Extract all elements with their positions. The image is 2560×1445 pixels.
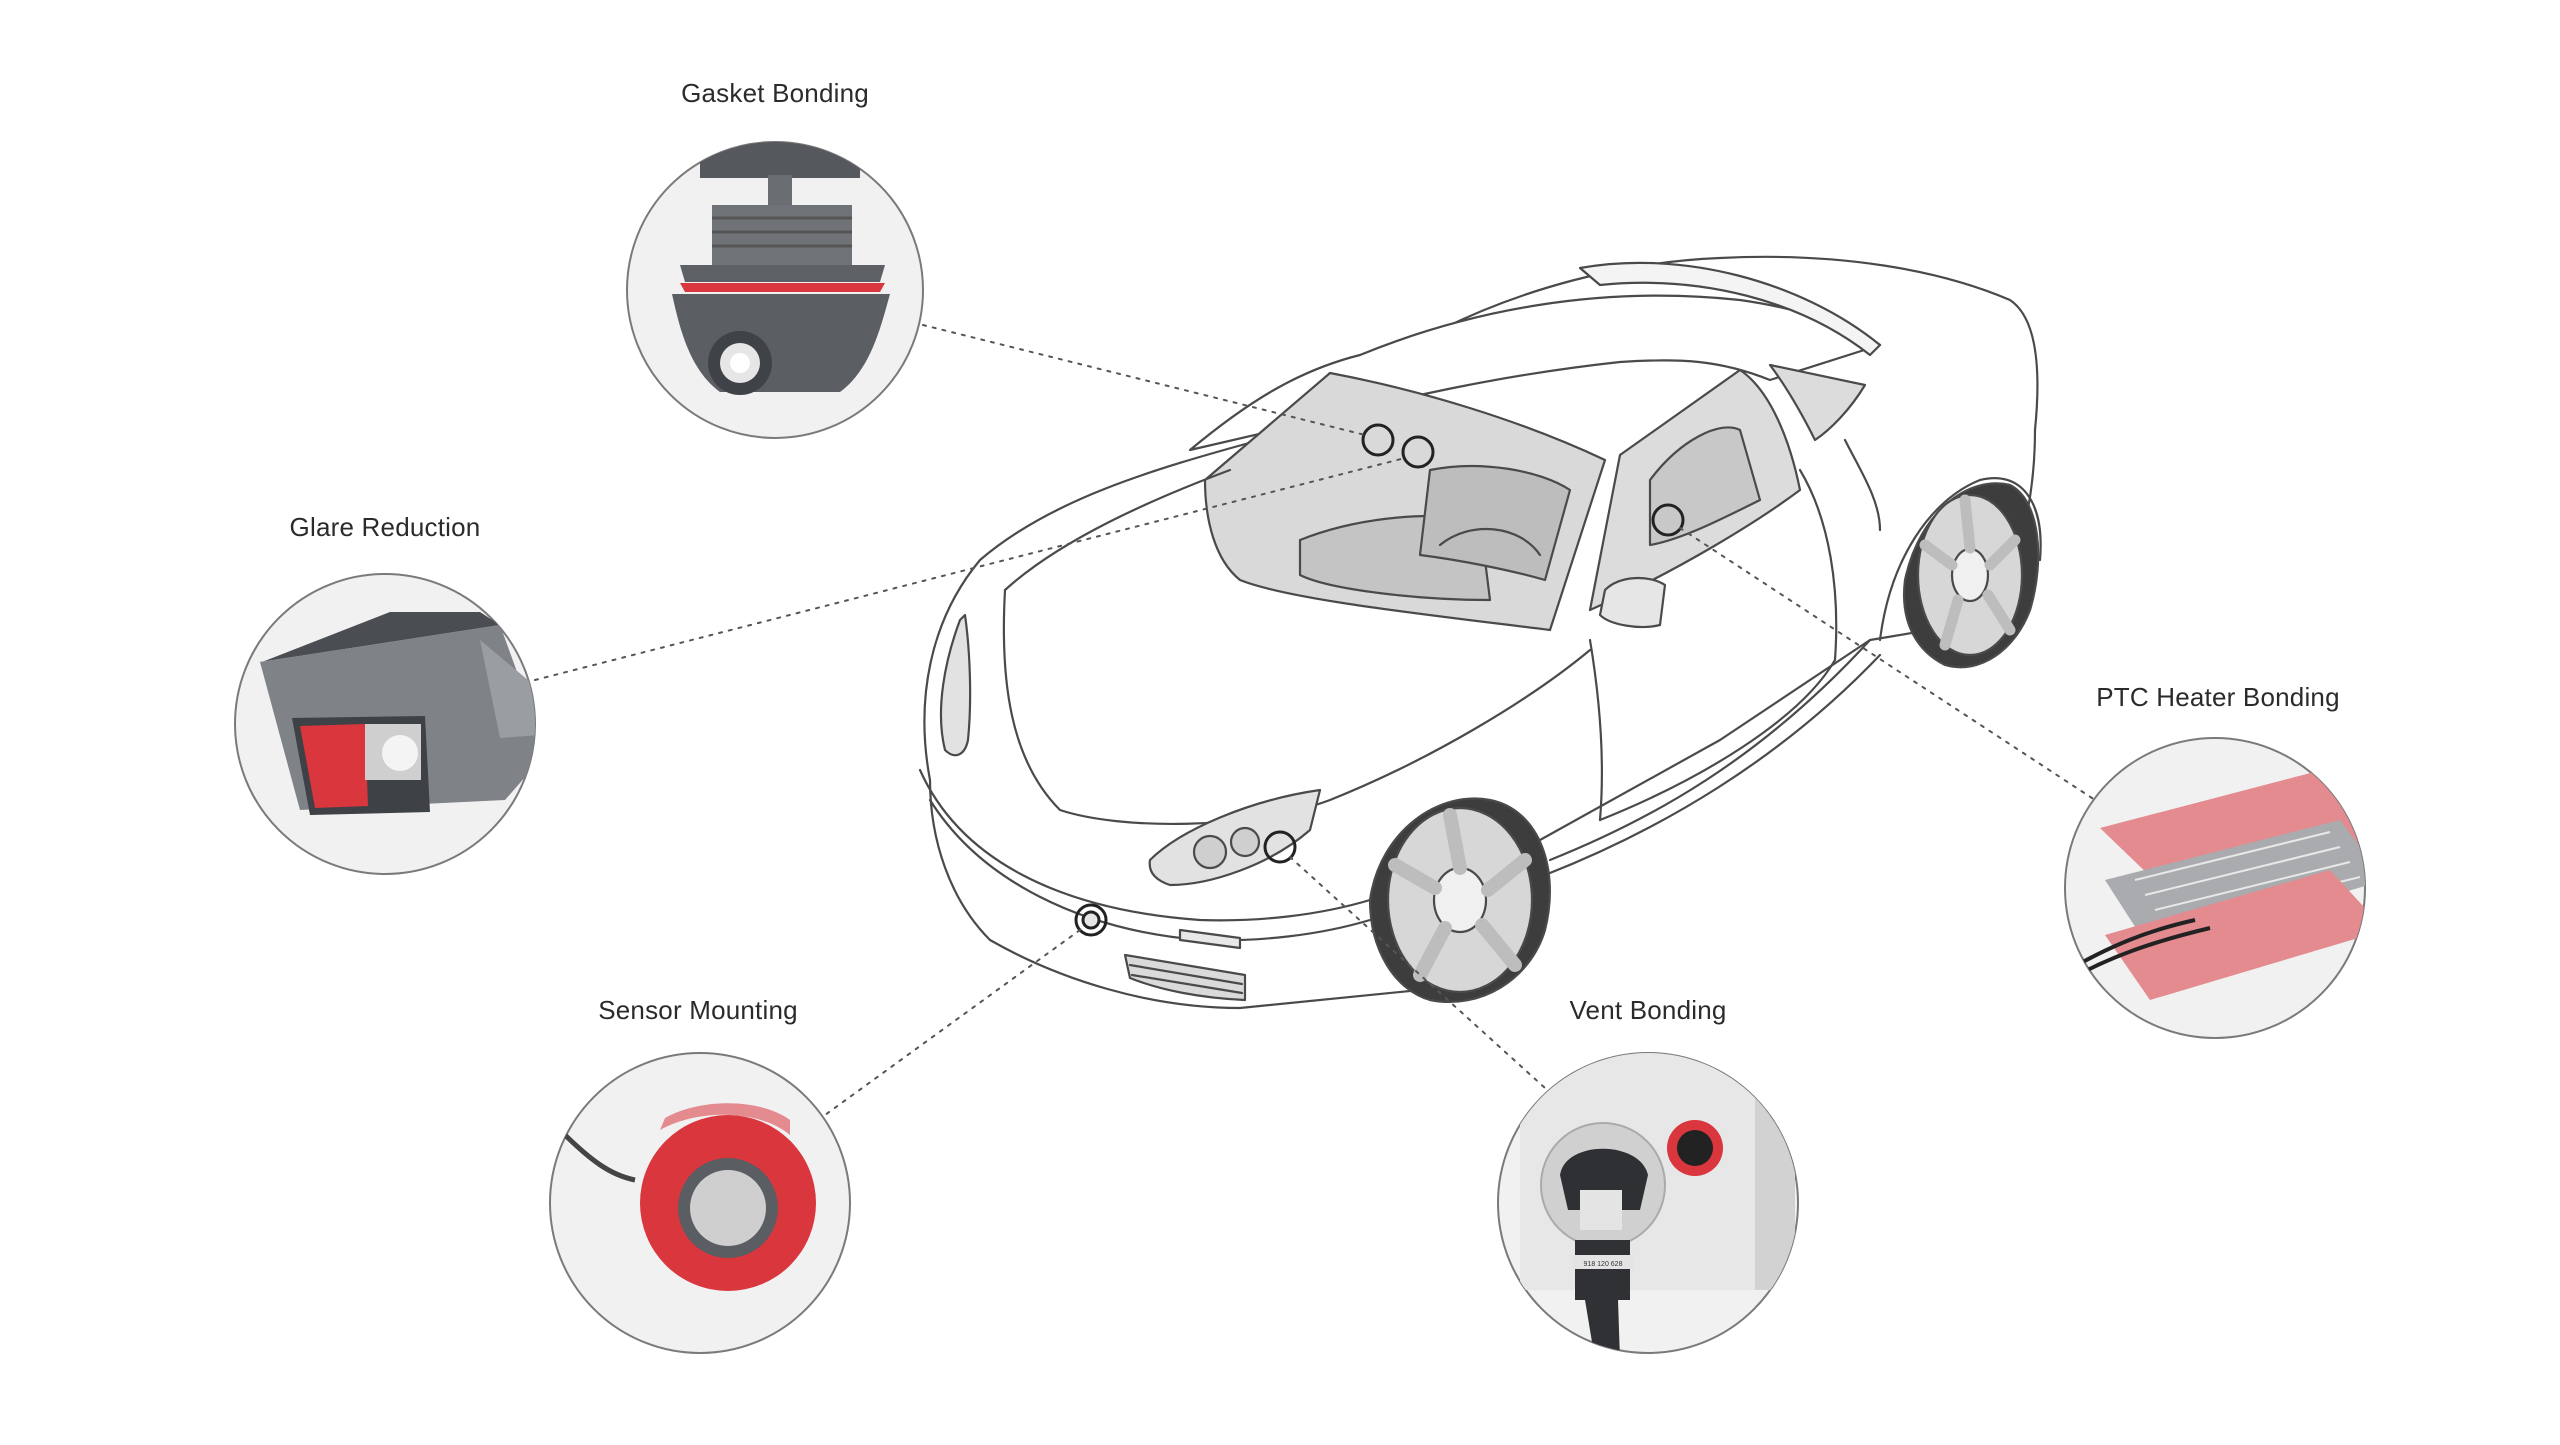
leader-vent <box>1289 856 1546 1089</box>
car-rear-fin <box>1578 261 1882 357</box>
car-illustration <box>918 255 2042 1010</box>
label-sensor-mounting: Sensor Mounting <box>598 995 798 1025</box>
car-side-mirror <box>1598 576 1667 629</box>
leader-lines <box>534 324 2096 1116</box>
leader-glare <box>534 457 1406 681</box>
car-rear-wheel <box>1903 482 2040 669</box>
leader-gasket <box>922 324 1366 436</box>
marker-sensor <box>1074 903 1108 937</box>
marker-glare <box>1401 435 1435 469</box>
glare-part-illustration <box>260 612 535 815</box>
car-headlight-left <box>939 613 972 757</box>
callout-sensor-mounting <box>549 1052 851 1354</box>
car-front-bumper <box>918 768 1372 922</box>
car-callout-markers <box>1074 423 1685 937</box>
callout-gasket-bonding <box>626 141 924 439</box>
car-front-wheel <box>1368 797 1551 1003</box>
marker-ptc <box>1651 503 1685 537</box>
marker-vent <box>1263 830 1297 864</box>
vent-part-illustration: 918 120 628 <box>1520 1053 1795 1353</box>
marker-gasket <box>1361 423 1395 457</box>
callout-vent-bonding: 918 120 628 <box>1497 1052 1799 1354</box>
leader-sensor <box>824 929 1081 1116</box>
gasket-part-illustration <box>672 142 890 395</box>
label-ptc-heater-bonding: PTC Heater Bonding <box>2096 682 2340 712</box>
vent-part-code: 918 120 628 <box>1584 1261 1623 1268</box>
leader-ptc <box>1679 527 2096 801</box>
label-vent-bonding: Vent Bonding <box>1569 995 1727 1025</box>
label-glare-reduction: Glare Reduction <box>289 512 481 542</box>
car-rear-window <box>1768 363 1867 442</box>
sensor-part-illustration <box>558 1103 816 1291</box>
label-gasket-bonding: Gasket Bonding <box>681 78 869 108</box>
callout-glare-reduction <box>234 573 536 875</box>
callout-ptc-heater-bonding <box>2064 737 2366 1039</box>
